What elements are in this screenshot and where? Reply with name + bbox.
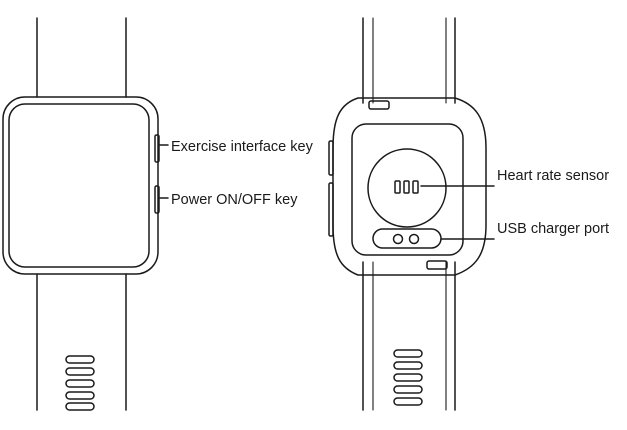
heart-rate-sensor <box>367 148 447 228</box>
usb-charger-port <box>372 228 442 249</box>
back-top-pin <box>368 100 390 110</box>
front-top-strap <box>36 17 127 98</box>
exercise-key <box>154 134 160 163</box>
front-strap-holes <box>65 355 95 411</box>
power-key <box>154 185 160 214</box>
back-watch <box>328 17 487 411</box>
back-side-key-2 <box>328 182 334 237</box>
back-strap-holes <box>393 349 423 406</box>
back-plate <box>351 123 464 256</box>
front-watch <box>2 17 160 411</box>
back-bottom-pin <box>426 260 448 270</box>
back-bottom-strap <box>362 261 456 411</box>
exercise-key-label: Exercise interface key <box>171 139 314 155</box>
usb-port-label: USB charger port <box>497 221 609 237</box>
back-side-key-1 <box>328 140 334 176</box>
front-screen <box>8 103 150 268</box>
back-case <box>332 97 487 276</box>
front-bottom-strap <box>36 273 127 411</box>
front-case <box>2 96 159 275</box>
back-top-strap <box>362 17 456 104</box>
power-key-label: Power ON/OFF key <box>171 192 298 208</box>
heart-rate-label: Heart rate sensor <box>497 168 609 184</box>
